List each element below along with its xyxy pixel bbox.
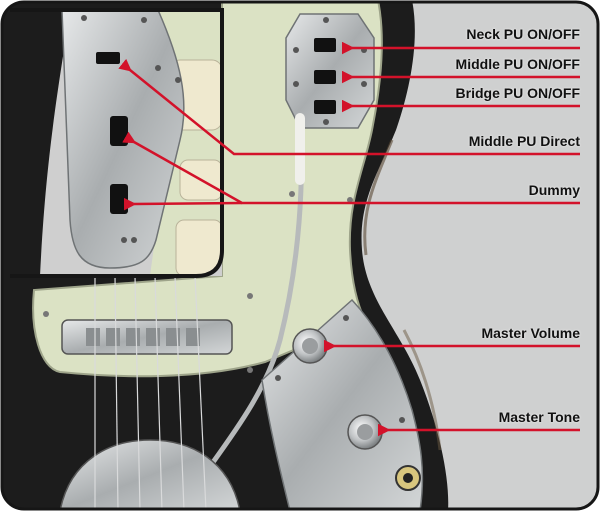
inset-lower-wheel	[110, 184, 128, 214]
middle-switch	[314, 70, 336, 84]
label-master-volume: Master Volume	[481, 325, 580, 341]
arrow-dummy-lower	[123, 197, 243, 211]
label-neck-pu: Neck PU ON/OFF	[466, 26, 580, 42]
inset-direct-switch	[96, 52, 120, 64]
inset-zoom	[10, 8, 224, 278]
label-bridge-pu: Bridge PU ON/OFF	[455, 85, 580, 101]
arrow-direct	[118, 58, 580, 156]
neck-switch	[314, 38, 336, 52]
inset-upper-wheel	[110, 116, 128, 146]
label-middle-pu: Middle PU ON/OFF	[455, 56, 580, 72]
strings	[94, 275, 207, 509]
callout-arrows	[118, 41, 580, 437]
tailpiece	[59, 439, 241, 509]
label-dummy: Dummy	[528, 182, 580, 198]
label-master-tone: Master Tone	[498, 409, 580, 425]
bridge-switch	[314, 100, 336, 114]
label-middle-direct: Middle PU Direct	[468, 133, 580, 149]
